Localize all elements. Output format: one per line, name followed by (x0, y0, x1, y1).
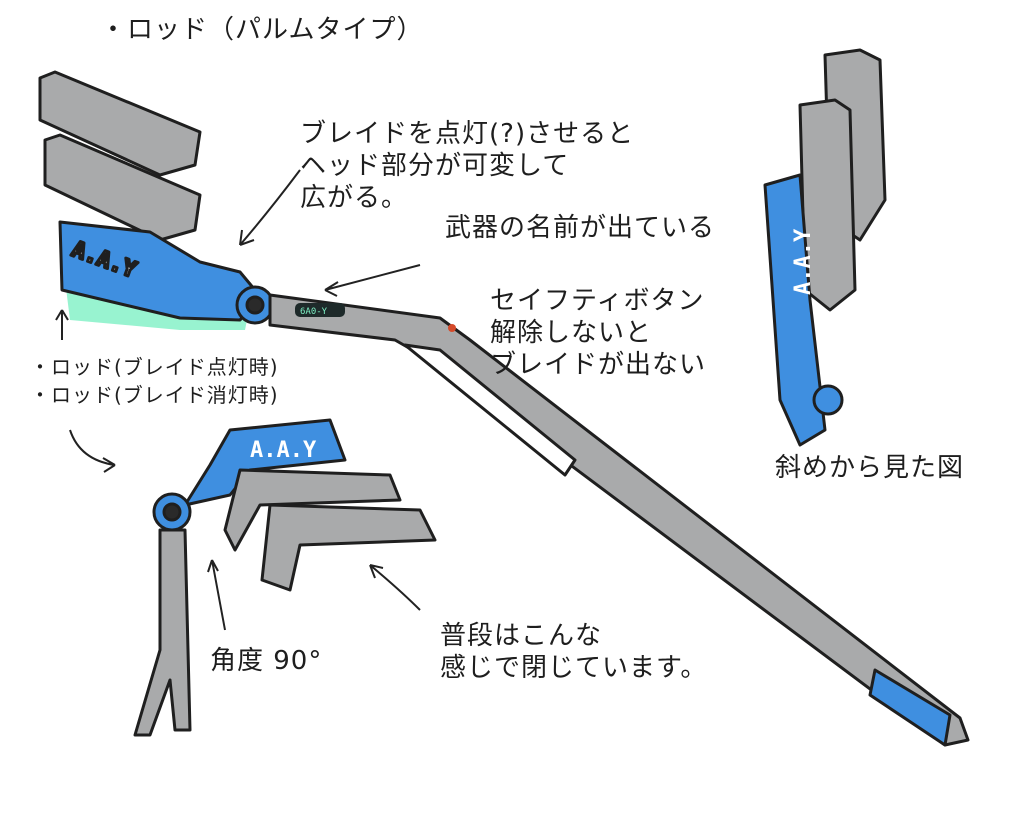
note-weapon-name: 武器の名前が出ている (445, 213, 716, 243)
note-state-on: ・ロッド(ブレイド点灯時) (30, 355, 279, 379)
svg-text:A.A.Y: A.A.Y (791, 228, 816, 295)
note-closed: 普段はこんな 感じで閉じています。 (440, 621, 708, 683)
closed-head: A.A.Y (133, 418, 437, 737)
page-title: ・ロッド（パルムタイプ） (100, 15, 424, 45)
oblique-view: A.A.Y (763, 48, 887, 447)
note-safety-button: セイフティボタン 解除しないと ブレイドが出ない (490, 286, 707, 380)
note-angle: 角度 90° (210, 646, 323, 676)
note-oblique-view: 斜めから見た図 (775, 453, 965, 483)
annotation-arrows (55, 169, 421, 631)
open-head: A.A.Y (38, 70, 275, 330)
note-state-off: ・ロッド(ブレイド消灯時) (30, 383, 279, 407)
svg-text:A.A.Y: A.A.Y (250, 438, 317, 463)
rod-shaft (268, 293, 970, 747)
weapon-display: 6A0-Y (300, 307, 328, 317)
note-blade-on: ブレイドを点灯(?)させると ヘッド部分が可変して 広がる。 (300, 119, 635, 213)
